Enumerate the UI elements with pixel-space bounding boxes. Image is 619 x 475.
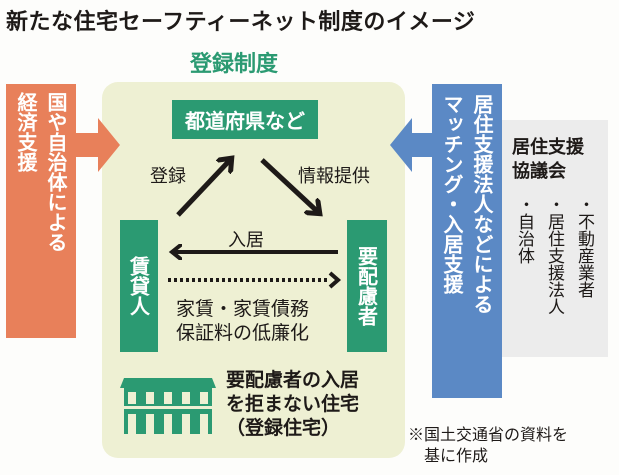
info-label: 情報提供: [298, 166, 370, 187]
cost-arrowhead-icon: [328, 271, 342, 289]
cost-label-1: 家賃・家賃債務: [176, 298, 310, 320]
registered-housing-label: 要配慮者の入居 を拒まない住宅 （登録住宅）: [226, 368, 359, 440]
note-line1: ※国土交通省の資料を: [408, 425, 569, 444]
council-title-line2: 協議会: [512, 161, 566, 182]
note-line2: 基に作成: [424, 446, 489, 465]
housing-line3: （登録住宅）: [226, 417, 341, 439]
registration-system-heading: 登録制度: [190, 52, 279, 77]
housing-line2: を拒まない住宅: [226, 393, 360, 415]
register-arrow-icon: [176, 160, 230, 217]
matching-line2: マッチング・入居支援: [440, 94, 464, 294]
info-arrow-icon: [260, 158, 318, 212]
apartment-house-icon: [120, 378, 216, 434]
economic-support-box: 国や自治体による 経済支援: [6, 84, 76, 338]
source-note: ※国土交通省の資料を 基に作成: [408, 424, 568, 466]
council-title: 居住支援 協議会: [512, 136, 584, 184]
council-member: ・自治体: [514, 196, 534, 264]
council-member: ・不動産業者: [574, 196, 594, 298]
economic-support-line1: 国や自治体による: [44, 92, 68, 252]
council-member: ・居住支援法人: [544, 196, 564, 315]
matching-line1: 居住支援法人などによる: [470, 94, 494, 314]
cost-label-2: 保証料の低廉化: [176, 322, 310, 344]
blue-arrow-icon: [390, 118, 434, 172]
orange-arrow-icon: [76, 118, 120, 172]
housing-line1: 要配慮者の入居: [226, 369, 360, 391]
diagram-title: 新たな住宅セーフティーネット制度のイメージ: [6, 10, 476, 35]
prefecture-box: 都道府県など: [172, 100, 318, 139]
register-label: 登録: [150, 166, 186, 187]
move-in-label: 入居: [228, 230, 264, 251]
needy-person-box: 要配慮者: [347, 220, 387, 352]
council-box: [502, 120, 608, 357]
council-title-line1: 居住支援: [512, 137, 584, 158]
flow-arrows: [168, 82, 342, 289]
economic-support-line2: 経済支援: [14, 92, 38, 172]
lessor-box: 賃貸人: [120, 220, 158, 352]
matching-support-box: 居住支援法人などによる マッチング・入居支援: [432, 84, 502, 398]
